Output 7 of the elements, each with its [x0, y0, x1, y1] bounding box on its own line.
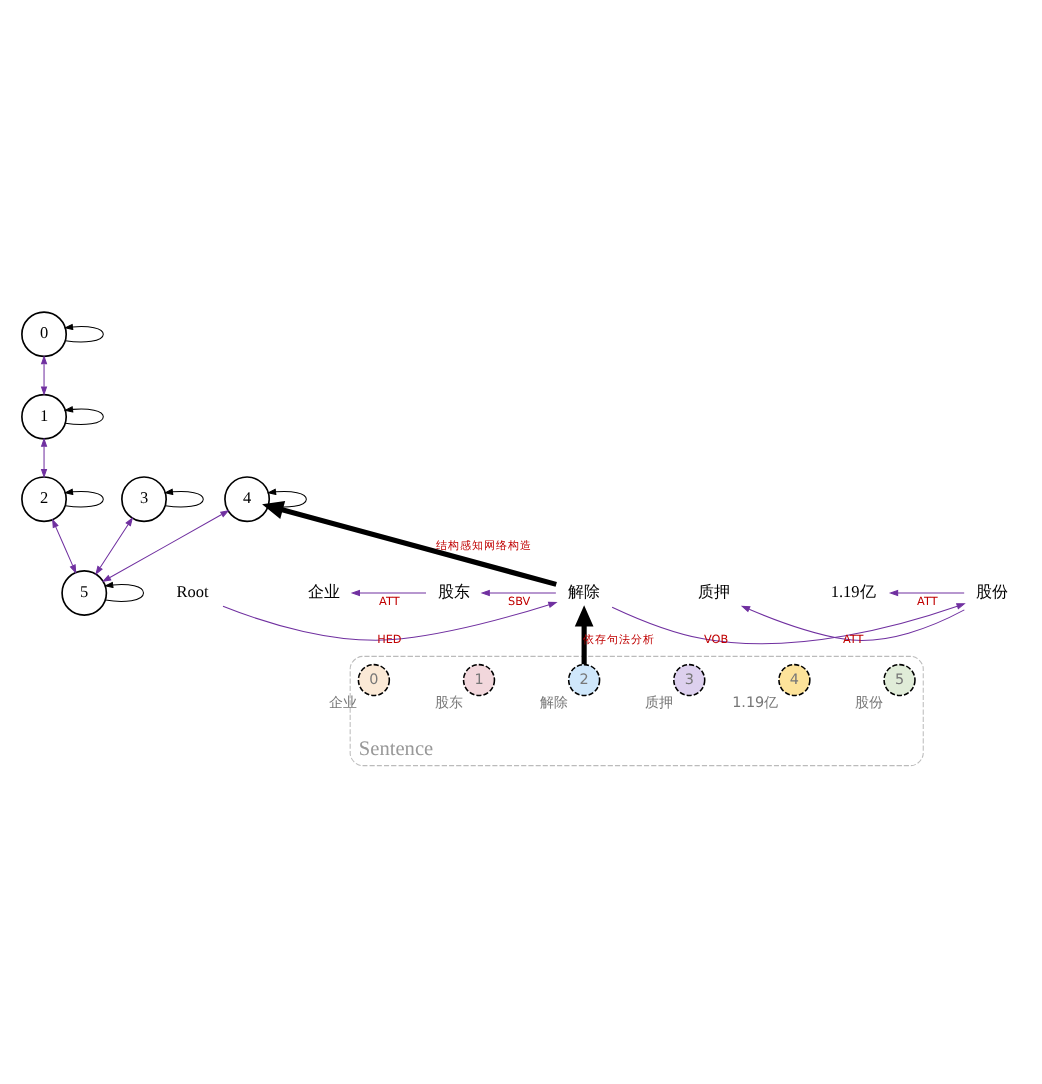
node-text: 股份: [976, 581, 1009, 600]
node-text: Root: [176, 581, 209, 600]
node-text: 质押: [698, 581, 730, 600]
node-text: 股东: [438, 581, 471, 600]
node-text: 1.19亿: [830, 581, 876, 600]
node-text: 企业: [308, 581, 341, 600]
node-text: 解除: [568, 581, 601, 600]
